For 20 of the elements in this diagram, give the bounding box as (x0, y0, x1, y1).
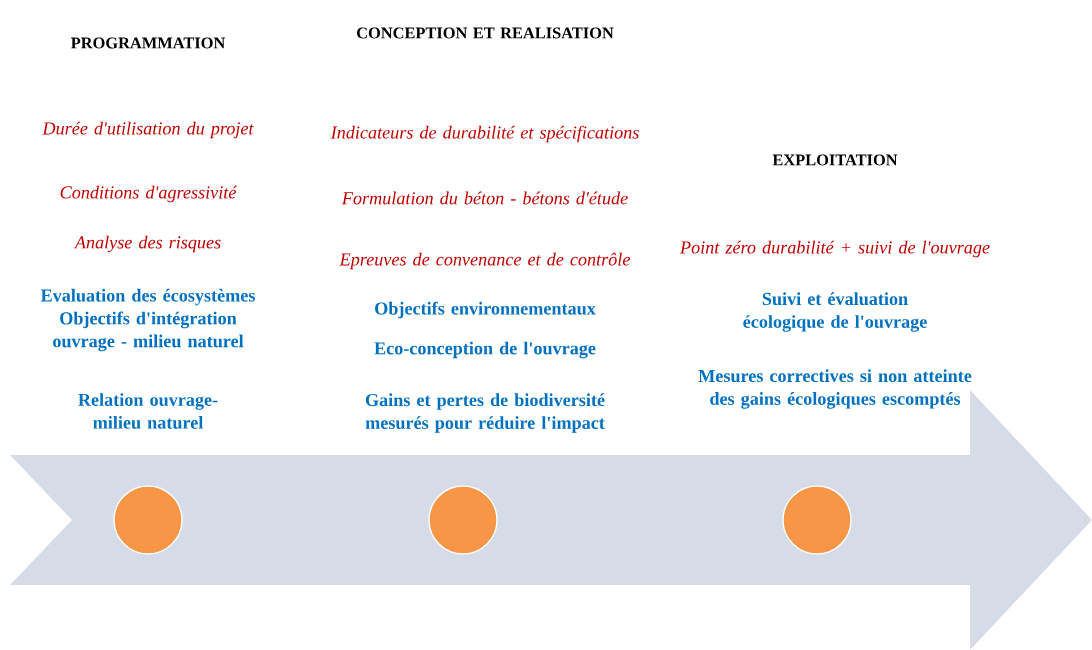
durability-item: Conditions d'agressivité (60, 185, 238, 203)
durability-item: Formulation du béton - bétons d'étude (341, 191, 628, 205)
ecology-item: Relation ouvrage-milieu naturel (78, 393, 218, 429)
phase-heading: CONCEPTION ET REALISATION (357, 27, 614, 39)
milestone-dot (782, 485, 852, 555)
phase-heading: EXPLOITATION (772, 154, 898, 166)
durability-item: Epreuves de convenance et de contrôle (339, 252, 630, 270)
ecology-item: Mesures correctives si non atteinte des gains écologiques escomptés (698, 369, 972, 409)
milestone-dot (428, 485, 498, 555)
ecology-item: Evaluation des écosystèmes Objectifs d'intégration ouvrage - milieu naturel (40, 288, 255, 352)
durability-item: Durée d'utilisation du projet (42, 121, 254, 139)
ecology-item: Objectifs environnementaux (375, 301, 596, 319)
ecology-item: Suivi et évaluation écologique de l'ouvrage (743, 292, 927, 332)
ecology-item: Gains et pertes de biodiversité mesurés pour réduire l'impact (365, 393, 605, 433)
phase-heading: PROGRAMMATION (71, 37, 226, 49)
ecology-item: Eco-conception de l'ouvrage (374, 341, 596, 359)
milestone-dot (113, 485, 183, 555)
durability-item: Analyse des risques (73, 235, 221, 253)
durability-item: Point zéro durabilité + suivi de l'ouvrage (679, 240, 990, 258)
durability-item: Indicateurs de durabilité et spécifications (330, 125, 639, 143)
